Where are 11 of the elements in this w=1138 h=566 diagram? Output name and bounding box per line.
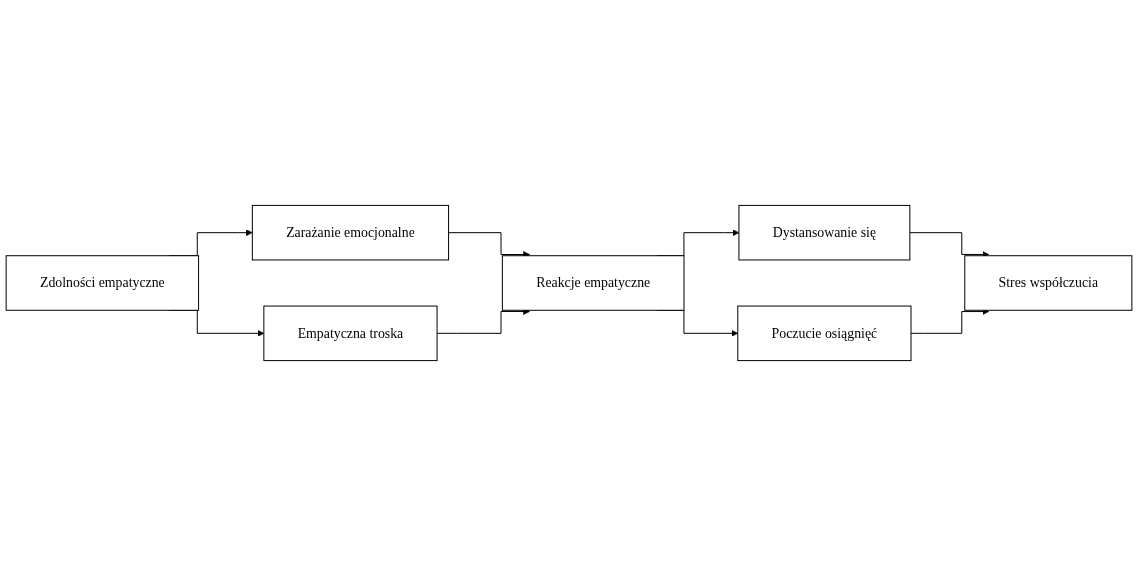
arrow (909, 232, 990, 258)
node-box: Empatyczna troska (263, 305, 438, 362)
node-box: Poczucie osiągnięć (737, 305, 912, 362)
node-box: Reakcje empatyczne (501, 255, 685, 311)
arrow (910, 308, 990, 334)
node-box: Zdolności empatyczne (5, 255, 200, 311)
node-box: Stres współczucia (964, 255, 1133, 311)
node-box: Dystansowanie się (738, 204, 911, 261)
arrow (436, 308, 530, 334)
arrow (448, 232, 530, 258)
node-box: Zarażanie emocjonalne (251, 204, 450, 261)
